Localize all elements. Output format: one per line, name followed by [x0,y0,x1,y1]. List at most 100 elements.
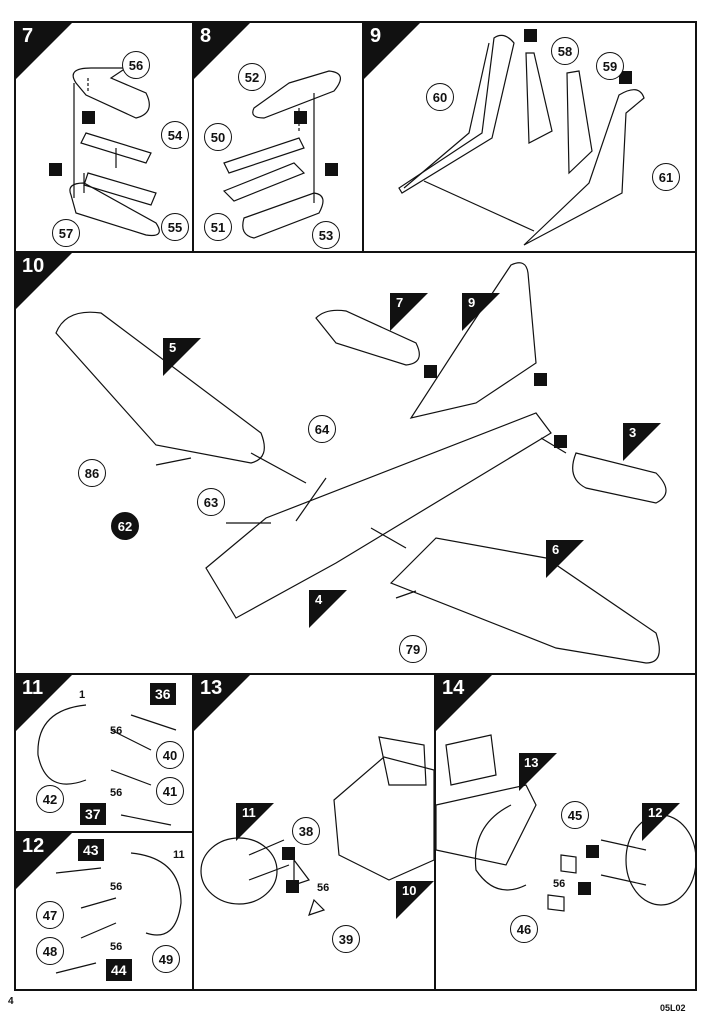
subassembly-ref [519,753,557,791]
document-code: 05L02 [660,1003,686,1013]
step-9-panel: 9 58 59 60 61 [362,21,697,253]
part-callout: 61 [652,163,680,191]
subassembly-ref [309,590,347,628]
step-7-number: 7 [22,25,34,47]
part-callout: 60 [426,83,454,111]
step-11-number: 11 [22,677,44,699]
part-callout: 49 [152,945,180,973]
step-11-panel: 11 1 56 56 36 37 40 41 42 [14,673,194,833]
part-callout: 51 [204,213,232,241]
step-10-badge [16,253,72,309]
step-11-badge [16,675,72,731]
page-number: 4 [8,996,14,1007]
cement-marker [424,365,437,378]
step-10-number: 10 [22,255,45,277]
part-callout: 47 [36,901,64,929]
step-12-number: 12 [22,835,45,857]
subassembly-ref-number: 4 [315,592,323,607]
subassembly-ref-number: 5 [169,340,177,355]
part-callout: 64 [308,415,336,443]
part-callout: 52 [238,63,266,91]
step-7-drawing [69,67,160,237]
step-9-drawing [398,34,645,246]
part-callout: 56 [122,51,150,79]
part-callout: 39 [332,925,360,953]
step-7-panel: 7 56 54 55 57 [14,21,194,253]
subassembly-ref [462,293,500,331]
reference-number: 56 [317,882,330,894]
cement-marker [534,373,547,386]
cement-marker [286,880,299,893]
cement-marker [578,882,591,895]
cement-marker [325,163,338,176]
step-12-panel: 12 11 56 56 43 44 47 48 49 [14,831,194,991]
step-10-panel: 10 5 7 9 3 4 6 64 86 63 62 79 [14,251,697,675]
subassembly-ref-number: 11 [242,805,256,820]
part-callout: 62 [111,512,139,540]
step-14-number: 14 [442,677,465,699]
step-12-drawing [55,852,182,974]
cement-marker [524,29,537,42]
reference-number: 56 [110,725,123,737]
part-callout: 55 [161,213,189,241]
part-callout: 45 [561,801,589,829]
subassembly-ref-number: 10 [402,883,417,898]
cement-marker [82,111,95,124]
reference-number: 56 [553,878,566,890]
part-callout: 86 [78,459,106,487]
subassembly-ref [546,540,584,578]
reference-number: 56 [110,881,123,893]
subassembly-ref-number: 6 [552,542,560,557]
step-13-panel: 13 11 10 56 38 39 [192,673,436,991]
subassembly-ref-number: 3 [629,425,637,440]
subassembly-ref-number: 9 [468,295,476,310]
part-callout: 41 [156,777,184,805]
step-13-badge [194,675,250,731]
subassembly-ref-number: 13 [524,755,539,770]
part-callout: 63 [197,488,225,516]
step-8-drawing [222,70,341,239]
subassembly-ref [163,338,201,376]
reference-number: 56 [110,787,123,799]
cement-marker [282,847,295,860]
part-callout: 54 [161,121,189,149]
subassembly-ref [390,293,428,331]
part-callout: 42 [36,785,64,813]
reference-number: 1 [79,689,86,701]
part-callout: 48 [36,937,64,965]
reference-number: 56 [110,941,123,953]
part-callout: 57 [52,219,80,247]
part-callout: 38 [292,817,320,845]
cement-marker [49,163,62,176]
step-9-badge [364,23,420,79]
step-10-drawing [55,262,667,664]
step-7-badge [16,23,72,79]
reference-number: 11 [173,849,185,861]
part-callout: 40 [156,741,184,769]
step-12-badge [16,833,72,889]
subassembly-box: 36 [150,683,176,705]
subassembly-ref [642,803,680,841]
part-callout: 50 [204,123,232,151]
part-callout: 58 [551,37,579,65]
subassembly-ref [623,423,661,461]
part-callout: 46 [510,915,538,943]
step-11-drawing [37,704,177,826]
subassembly-ref-number: 12 [648,805,663,820]
subassembly-box: 43 [78,839,104,861]
part-callout: 79 [399,635,427,663]
part-callout: 59 [596,52,624,80]
cement-marker [554,435,567,448]
step-9-number: 9 [370,25,382,47]
step-14-badge [436,675,492,731]
subassembly-box: 37 [80,803,106,825]
step-8-number: 8 [200,25,212,47]
subassembly-ref [236,803,274,841]
cement-marker [586,845,599,858]
subassembly-box: 44 [106,959,132,981]
cement-marker [294,111,307,124]
step-8-panel: 8 52 50 51 53 [192,21,364,253]
part-callout: 53 [312,221,340,249]
subassembly-ref [396,881,434,919]
step-14-panel: 14 13 12 56 45 46 [434,673,697,991]
